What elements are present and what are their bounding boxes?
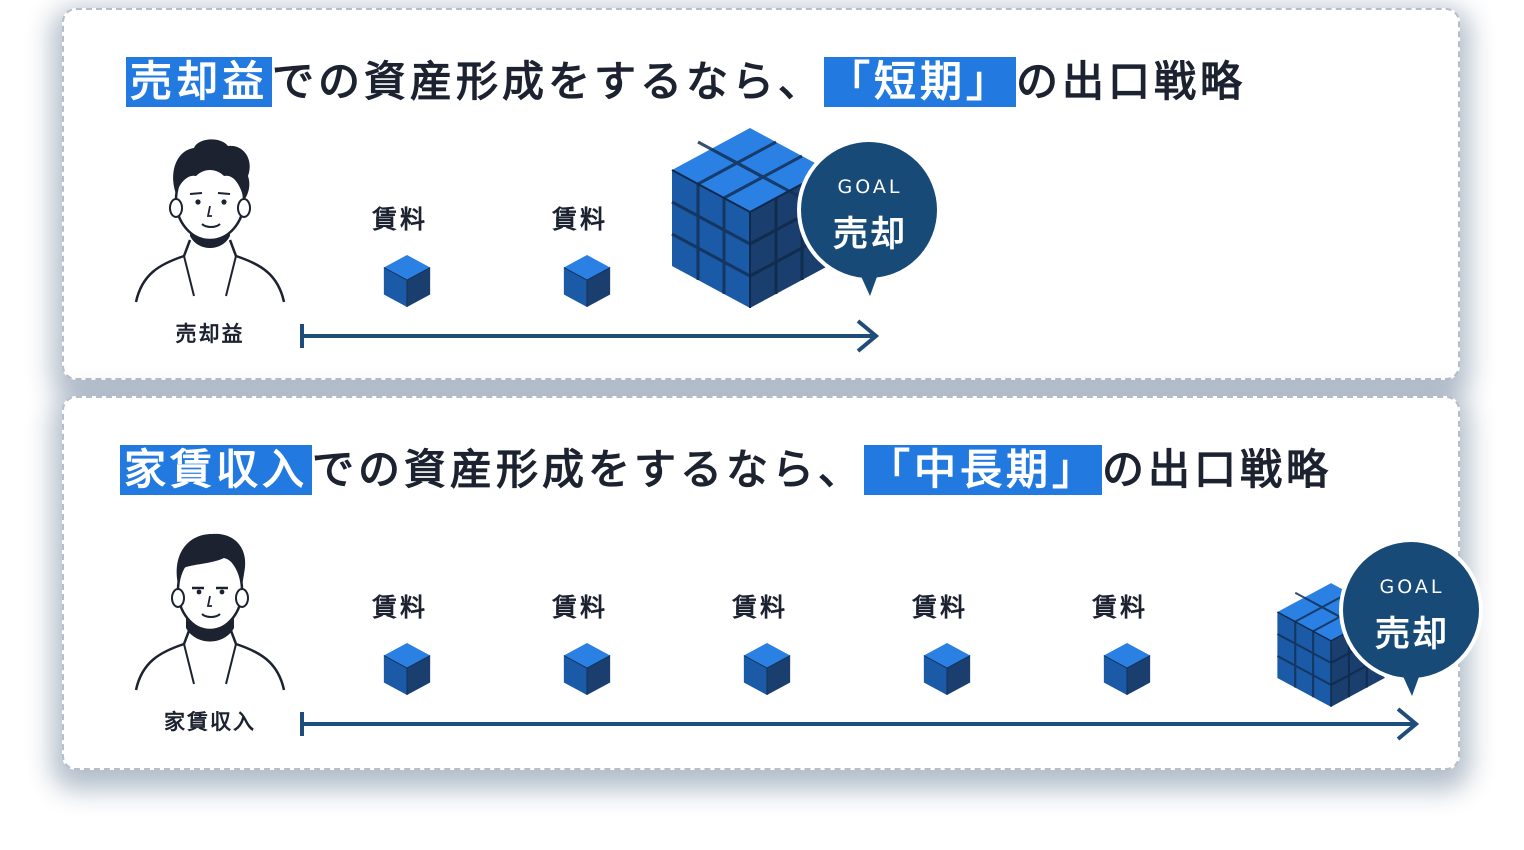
long-term-heading: 家賃収入での資産形成をするなら、「中長期」の出口戦略 bbox=[120, 444, 1332, 496]
rent-cube-icon bbox=[743, 642, 791, 696]
rent-cube-icon bbox=[563, 642, 611, 696]
rent-label: 賃料 bbox=[371, 593, 428, 622]
rent-label: 賃料 bbox=[911, 593, 968, 622]
heading-highlight: 売却益 bbox=[126, 57, 273, 107]
goal-bubble bbox=[797, 140, 941, 296]
rent-label: 賃料 bbox=[1091, 593, 1148, 622]
rent-cube-icon bbox=[1103, 642, 1151, 696]
rent-label: 賃料 bbox=[551, 593, 608, 622]
heading-middle: での資産形成をするなら、 bbox=[312, 445, 865, 494]
rent-cube-icon bbox=[923, 642, 971, 696]
rent-label: 賃料 bbox=[731, 593, 788, 622]
rent-label: 賃料 bbox=[551, 205, 608, 234]
investor-short-hair-icon bbox=[134, 533, 286, 691]
rent-label: 賃料 bbox=[371, 205, 428, 234]
goal-bubble bbox=[1339, 540, 1483, 696]
goal-label: GOAL bbox=[1379, 576, 1445, 598]
heading-highlight-term: 「短期」 bbox=[824, 57, 1017, 107]
rent-cube-icon bbox=[383, 642, 431, 696]
rent-cube-icon bbox=[383, 254, 431, 308]
heading-highlight: 家賃収入 bbox=[120, 445, 313, 495]
timeline-arrow bbox=[300, 707, 1420, 741]
short-term-panel: 売却益での資産形成をするなら、「短期」の出口戦略 売却益 賃料 賃料 GOAL … bbox=[62, 8, 1460, 380]
goal-sell-text: 売却 bbox=[832, 215, 907, 255]
goal-sell-text: 売却 bbox=[1374, 615, 1449, 655]
investor-curly-hair-icon bbox=[134, 139, 286, 303]
heading-suffix: の出口戦略 bbox=[1016, 57, 1247, 106]
rent-cube-icon bbox=[563, 254, 611, 308]
person-label: 家賃収入 bbox=[164, 710, 256, 734]
heading-highlight-term: 「中長期」 bbox=[864, 445, 1103, 495]
short-term-heading: 売却益での資産形成をするなら、「短期」の出口戦略 bbox=[126, 56, 1246, 108]
person-label: 売却益 bbox=[175, 322, 245, 346]
heading-middle: での資産形成をするなら、 bbox=[272, 57, 825, 106]
timeline-arrow bbox=[300, 319, 880, 353]
heading-suffix: の出口戦略 bbox=[1102, 445, 1333, 494]
goal-label: GOAL bbox=[837, 176, 903, 198]
long-term-panel: 家賃収入での資産形成をするなら、「中長期」の出口戦略 家賃収入 賃料 賃料 賃料… bbox=[62, 396, 1483, 770]
